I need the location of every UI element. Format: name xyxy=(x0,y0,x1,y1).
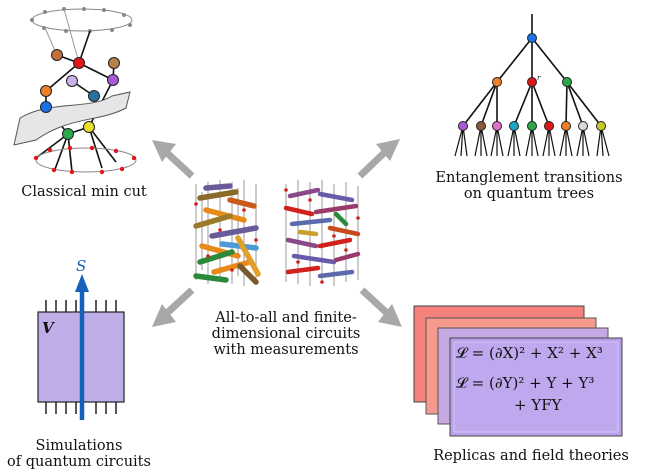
tree-node-green xyxy=(562,77,572,87)
node-yellow xyxy=(83,121,95,133)
cut-sheet xyxy=(13,91,131,146)
tree-node-red xyxy=(527,77,537,87)
equation-x-field: 𝓛 = (∂X)² + X² + X³ xyxy=(456,344,603,362)
caption-replicas: Replicas and field theories xyxy=(433,448,629,464)
caption-trees-line1: Entanglement transitions xyxy=(435,170,623,186)
caption-min-cut: Classical min cut xyxy=(21,184,147,200)
bottom-qubit-legs xyxy=(45,402,117,414)
node-green xyxy=(62,128,74,140)
node-steel xyxy=(88,90,100,102)
node-tan xyxy=(108,57,120,69)
tree-root-node xyxy=(527,33,537,43)
arrow-to-replicas xyxy=(359,287,402,327)
tree-node-orange xyxy=(492,77,502,87)
circuit-3d-left xyxy=(193,180,261,286)
caption-simulations-line1: Simulations xyxy=(35,438,123,454)
graph-nodes xyxy=(40,49,120,140)
node-orange xyxy=(40,85,52,97)
caption-center-line1: All-to-all and finite- xyxy=(215,310,357,326)
caption-center-line2: dimensional circuits xyxy=(211,326,361,342)
node-lavender xyxy=(66,75,78,87)
top-qubit-legs xyxy=(45,300,117,312)
replica-stack xyxy=(413,305,623,437)
min-cut-graph xyxy=(13,7,137,175)
equation-y-field-continued: + YFY xyxy=(514,396,562,414)
bottom-boundary-nodes xyxy=(33,145,137,175)
arrow-to-simulations xyxy=(152,287,195,327)
arrow-to-trees xyxy=(357,139,400,179)
tree-node-label: r xyxy=(537,74,541,82)
circuit-3d-right xyxy=(283,180,361,286)
node-red xyxy=(73,57,85,69)
circuit-label-v: V xyxy=(42,319,55,337)
top-boundary-ring xyxy=(31,8,133,32)
node-purple xyxy=(107,74,119,86)
caption-simulations: Simulations of quantum circuits xyxy=(4,438,154,470)
node-blue xyxy=(40,101,52,113)
node-brown xyxy=(51,49,63,61)
caption-center-line3: with measurements xyxy=(213,342,359,358)
arrow-label-s: S xyxy=(76,257,86,275)
caption-simulations-line2: of quantum circuits xyxy=(7,454,151,470)
arrow-to-min-cut xyxy=(152,140,195,179)
quantum-tree xyxy=(454,14,610,157)
caption-center: All-to-all and finite- dimensional circu… xyxy=(196,310,376,358)
caption-trees: Entanglement transitions on quantum tree… xyxy=(424,170,634,202)
simulation-circuit xyxy=(37,274,125,420)
caption-trees-line2: on quantum trees xyxy=(463,186,595,202)
equation-y-field: 𝓛 = (∂Y)² + Y + Y³ xyxy=(456,374,595,392)
entropy-arrow-head xyxy=(75,274,89,292)
